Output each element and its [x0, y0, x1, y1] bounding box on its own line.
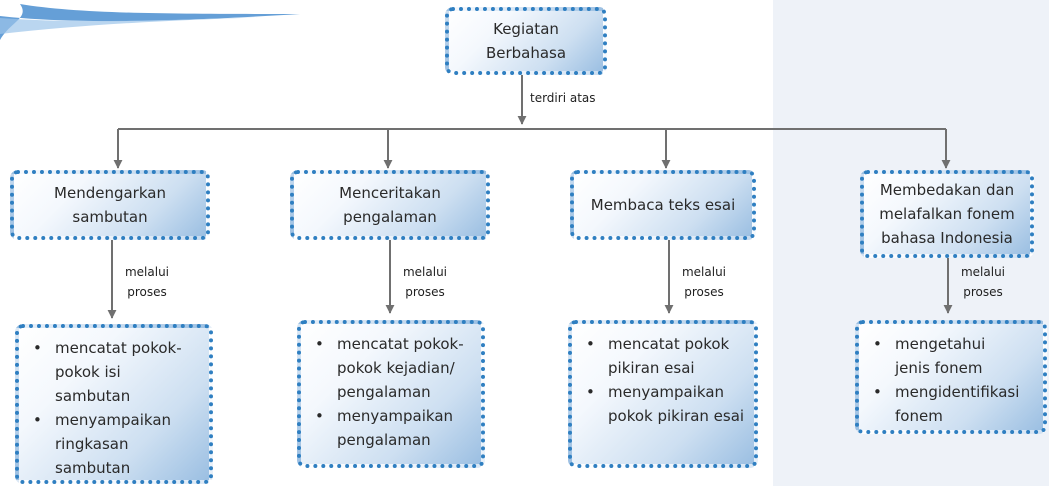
process-3-item-1: mencatat pokok pikiran esai: [582, 332, 748, 380]
process-node-1: mencatat pokok-pokok isi sambutan menyam…: [15, 324, 213, 484]
process-3-item-2: menyampaikan pokok pikiran esai: [582, 380, 748, 428]
process-node-4: mengetahui jenis fonem mengidentifikasi …: [855, 320, 1047, 434]
process-4-item-2: mengidentifikasi fonem: [869, 380, 1045, 428]
process-1-item-2: menyampaikan ringkasan sambutan: [29, 408, 205, 480]
branch-1-title: Mendengarkan sambutan: [54, 184, 166, 226]
process-2-item-1: mencatat pokok-pokok kejadian/ pengalama…: [311, 332, 485, 404]
process-node-3: mencatat pokok pikiran esai menyampaikan…: [568, 320, 758, 468]
branch-node-3: Membaca teks esai: [570, 170, 756, 240]
branch-node-4: Membedakan dan melafalkan fonem bahasa I…: [860, 170, 1034, 258]
process-4-item-1: mengetahui jenis fonem: [869, 332, 1021, 380]
branch-2-title: Menceritakan pengalaman: [339, 184, 441, 226]
process-label-3: melalui proses: [681, 265, 727, 299]
process-label-2: melalui proses: [402, 265, 448, 299]
branch-3-title: Membaca teks esai: [590, 196, 736, 214]
branch-4-title: Membedakan dan melafalkan fonem bahasa I…: [879, 181, 1015, 247]
decorative-wave: [0, 4, 300, 40]
branch-node-2: Menceritakan pengalaman: [290, 170, 490, 240]
root-label: Kegiatan Berbahasa: [485, 20, 567, 62]
process-1-item-1: mencatat pokok-pokok isi sambutan: [29, 336, 195, 408]
process-label-1: melalui proses: [124, 265, 170, 299]
process-label-4: melalui proses: [960, 265, 1006, 299]
root-connector-label: terdiri atas: [530, 91, 596, 105]
process-node-2: mencatat pokok-pokok kejadian/ pengalama…: [297, 320, 485, 468]
process-2-item-2: menyampaikan pengalaman: [311, 404, 485, 452]
root-node: Kegiatan Berbahasa: [445, 7, 607, 75]
branch-node-1: Mendengarkan sambutan: [10, 170, 210, 240]
